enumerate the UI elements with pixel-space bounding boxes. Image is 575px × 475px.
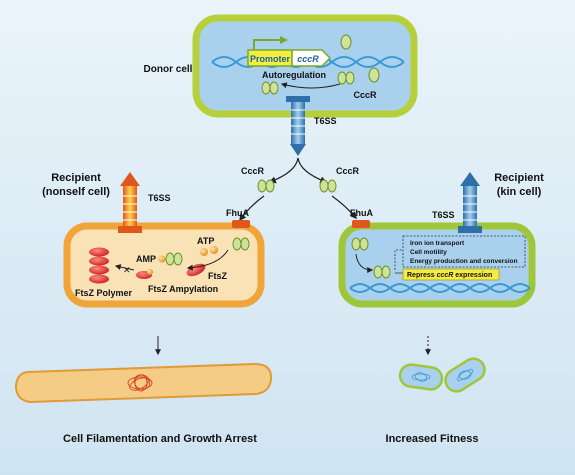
kin-title-line2: (kin cell) (497, 186, 542, 198)
polymer-block-arrow (114, 264, 135, 271)
atp-ball-1 (200, 248, 208, 256)
promoter-label: Promoter (250, 54, 291, 64)
cccr-protein-donor-2 (340, 34, 352, 50)
kin-function-3: Energy production and conversion (410, 258, 518, 265)
arrow-to-nonself (239, 195, 265, 222)
cccr-donor-label: CccR (353, 90, 377, 100)
ampylation-arrow (186, 249, 229, 271)
donor-t6ss-label: T6SS (314, 116, 337, 126)
kin-outcome-label: Increased Fitness (386, 433, 479, 445)
nonself-outcome-label: Cell Filamentation and Growth Arrest (63, 433, 257, 445)
donor-cell: Promoter cccR Autoregulation CccR (192, 14, 418, 118)
kin-daughter-dna-1 (411, 372, 431, 382)
kin-dna-strand-1 (349, 283, 531, 293)
nonself-cell-body (63, 222, 265, 308)
kin-function-2: Cell motility (410, 249, 447, 256)
kin-fhua-receptor (352, 220, 370, 228)
cccr-protein-kin-2 (373, 265, 391, 279)
ftsz-ampylation-label: FtsZ Ampylation (148, 284, 218, 294)
nonself-fhua-receptor (232, 220, 250, 228)
repress-prefix: Repress (407, 272, 437, 279)
transcription-arrow (253, 39, 282, 50)
filamented-cell (14, 362, 273, 404)
kin-t6ss-label: T6SS (432, 210, 455, 220)
atp-label: ATP (197, 236, 214, 246)
kin-daughter-cell-1 (398, 363, 444, 391)
kin-dna-strand-2 (349, 283, 531, 293)
transcription-arrowhead (280, 36, 288, 44)
kin-function-1: Iron ion transport (410, 240, 465, 247)
amp-label: AMP (136, 254, 156, 264)
repress-label: Repress cccR expression (407, 272, 492, 279)
kin-fhua-label: FhuA (350, 208, 373, 218)
autoregulation-arrow (280, 82, 341, 89)
cccr-right-label: CccR (336, 166, 360, 176)
kin-daughter-dna-2 (456, 369, 474, 381)
polymer-block-icon: ✕ (123, 265, 131, 275)
ampylated-ftsz (136, 269, 153, 279)
cccr-protein-right (319, 179, 337, 193)
nonself-t6ss-tower (118, 172, 142, 233)
kin-t6ss-tower (458, 172, 482, 233)
cccr-protein-donor-1 (261, 81, 279, 95)
repress-box (402, 268, 500, 281)
branch-arrow-left (268, 157, 299, 184)
repress-gene: cccR (437, 272, 454, 279)
kin-functions-box (402, 235, 526, 268)
atp-ball-2 (210, 246, 218, 254)
cccr-protein-nonself-1 (232, 237, 250, 251)
cccr-gene-label: cccR (297, 54, 319, 64)
donor-cell-title: Donor cell (144, 64, 193, 75)
nonself-title-line1: Recipient (51, 172, 101, 184)
kin-binding-arrow (355, 253, 374, 273)
nonself-title-line2: (nonself cell) (42, 186, 110, 198)
cccr-protein-donor-3 (368, 67, 380, 83)
donor-t6ss-tower (286, 96, 310, 156)
autoregulation-label: Autoregulation (262, 70, 326, 80)
cccr-protein-nonself-2 (165, 252, 183, 266)
cccr-protein-kin-1 (351, 237, 369, 251)
arrow-to-kin (331, 195, 357, 220)
repress-suffix: expression (453, 272, 492, 279)
nonself-t6ss-label: T6SS (148, 193, 171, 203)
cccr-gene-box (291, 49, 332, 67)
kin-title-line1: Recipient (494, 172, 544, 184)
nonself-cell (63, 222, 265, 308)
kin-functions-connector (394, 249, 403, 270)
ftsz-polymer-label: FtsZ Polymer (75, 288, 133, 298)
tangled-dna-icon (127, 374, 153, 392)
ftsz-polymer-stack (89, 247, 109, 284)
nonself-fhua-label: FhuA (226, 208, 249, 218)
amp-ball (158, 255, 166, 263)
cccr-protein-donor-4 (337, 71, 355, 85)
cccr-protein-left (257, 179, 275, 193)
ftsz-label: FtsZ (208, 271, 228, 281)
kin-daughter-cell-2 (444, 357, 486, 393)
cccr-left-label: CccR (241, 166, 265, 176)
